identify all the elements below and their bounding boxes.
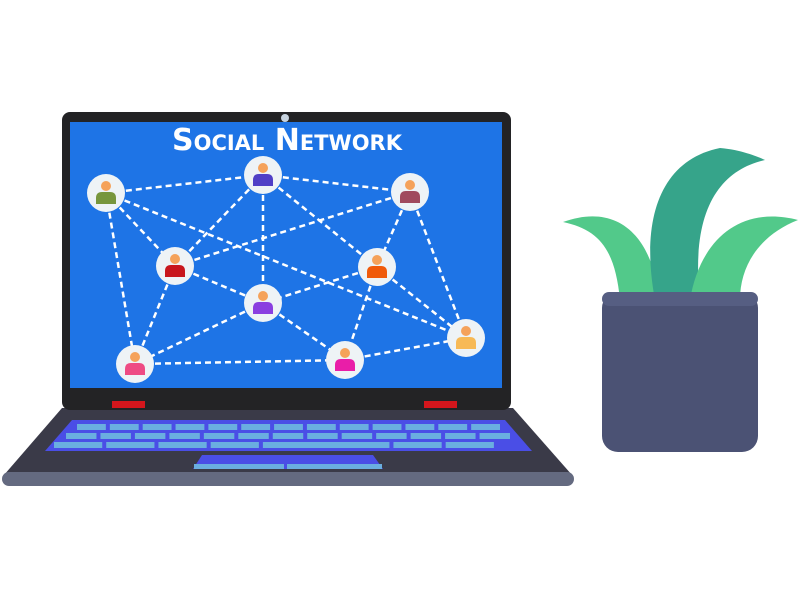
keyboard-key[interactable] (438, 424, 468, 430)
keyboard-key[interactable] (376, 433, 407, 439)
keyboard-key[interactable] (66, 433, 97, 439)
leaf-right (690, 216, 798, 300)
laptop-lid: Social Network (62, 112, 511, 410)
person-body-icon (253, 174, 273, 186)
touchpad-left-button[interactable] (194, 464, 284, 469)
keyboard-key[interactable] (307, 433, 338, 439)
person-head-icon (101, 181, 111, 191)
keyboard-key[interactable] (100, 433, 131, 439)
indicator-light-right (424, 401, 457, 408)
keyboard-key[interactable] (241, 424, 271, 430)
pot-rim (602, 292, 758, 306)
keyboard-key[interactable] (203, 433, 235, 439)
keyboard-key[interactable] (142, 424, 172, 430)
person-body-icon (400, 191, 420, 203)
person-body-icon (165, 265, 185, 277)
keyboard-key[interactable] (134, 433, 166, 439)
person-node-pink[interactable] (116, 345, 154, 383)
keyboard-key[interactable] (445, 442, 494, 448)
keyboard-key[interactable] (106, 442, 155, 448)
keyboard-key[interactable] (238, 433, 269, 439)
person-node-indigo[interactable] (244, 156, 282, 194)
person-body-icon (125, 363, 145, 375)
person-body-icon (96, 192, 116, 204)
keyboard-key[interactable] (341, 433, 373, 439)
person-head-icon (170, 254, 180, 264)
indicator-light-left (112, 401, 145, 408)
person-head-icon (340, 348, 350, 358)
network-edge (344, 336, 467, 362)
keyboard-key[interactable] (471, 424, 500, 430)
network-edge (133, 265, 177, 365)
person-head-icon (461, 326, 471, 336)
keyboard-key[interactable] (208, 424, 238, 430)
person-node-orange[interactable] (358, 248, 396, 286)
keyboard-key[interactable] (54, 442, 103, 448)
keyboard-key[interactable] (175, 424, 205, 430)
network-nodes (87, 156, 485, 383)
person-head-icon (258, 163, 268, 173)
keyboard-keys (54, 424, 510, 448)
pot (602, 292, 758, 452)
keyboard-key[interactable] (445, 433, 476, 439)
keyboard-key[interactable] (393, 442, 442, 448)
keyboard-key[interactable] (306, 424, 336, 430)
keyboard-key[interactable] (262, 442, 390, 448)
network-edge (134, 301, 264, 366)
keyboard-key[interactable] (272, 433, 304, 439)
network-edge (104, 192, 137, 365)
person-head-icon (130, 352, 140, 362)
person-body-icon (367, 266, 387, 278)
person-head-icon (372, 255, 382, 265)
potted-plant (563, 148, 798, 452)
person-body-icon (335, 359, 355, 371)
keyboard-key[interactable] (77, 424, 106, 430)
person-body-icon (253, 302, 273, 314)
keyboard-key[interactable] (210, 442, 259, 448)
leaf-center (650, 148, 765, 300)
person-node-maroon[interactable] (391, 173, 429, 211)
person-node-green[interactable] (87, 174, 125, 212)
leaf-left (563, 216, 660, 300)
person-head-icon (258, 291, 268, 301)
keyboard-key[interactable] (274, 424, 303, 430)
screen-title: Social Network (172, 123, 403, 158)
touchpad-right-button[interactable] (287, 464, 382, 469)
keyboard-key[interactable] (158, 442, 207, 448)
laptop-base (2, 408, 574, 486)
keyboard-key[interactable] (405, 424, 435, 430)
person-node-purple[interactable] (244, 284, 282, 322)
keyboard-key[interactable] (479, 433, 510, 439)
network-edge (408, 191, 468, 339)
keyboard-key[interactable] (109, 424, 139, 430)
person-node-yellow[interactable] (447, 319, 485, 357)
laptop-deck-edge (2, 472, 574, 486)
person-node-red[interactable] (156, 247, 194, 285)
person-node-magenta[interactable] (326, 341, 364, 379)
keyboard-key[interactable] (339, 424, 369, 430)
network-edge (105, 191, 467, 340)
network-edge (174, 190, 411, 268)
keyboard-key[interactable] (169, 433, 200, 439)
webcam-icon (281, 114, 289, 122)
network-edge (134, 358, 346, 366)
network-edge (174, 174, 264, 267)
network-edge (262, 173, 411, 194)
keyboard-key[interactable] (410, 433, 442, 439)
person-head-icon (405, 180, 415, 190)
network-edge (105, 173, 264, 195)
keyboard-key[interactable] (372, 424, 402, 430)
person-body-icon (456, 337, 476, 349)
